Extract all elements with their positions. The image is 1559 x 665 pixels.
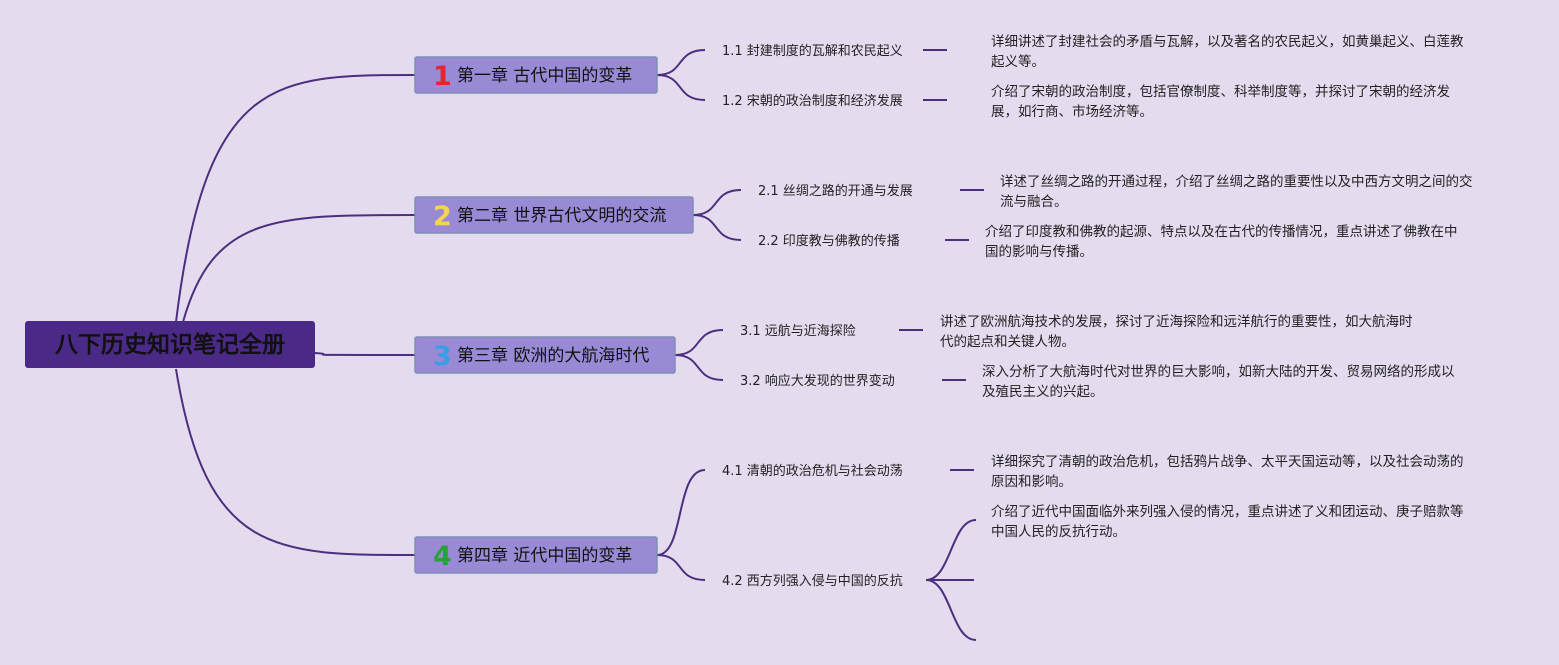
section-node-4-2[interactable]: 4.2 西方列强入侵与中国的反抗 (722, 573, 903, 589)
connector-chapter-section (674, 354, 724, 381)
chapter-title: 第四章 近代中国的变革 (457, 546, 632, 566)
connector-chapter-section (656, 554, 706, 581)
detail-text-line: 介绍了宋朝的政治制度，包括官僚制度、科举制度等，并探讨了宋朝的经济发 (991, 83, 1450, 100)
section-node-4-1[interactable]: 4.1 清朝的政治危机与社会动荡 (722, 463, 903, 479)
connector-chapter-section (692, 214, 742, 241)
connector-root-chapter-2 (182, 214, 416, 323)
detail-text-line: 中国人民的反抗行动。 (991, 524, 1126, 540)
section-node-1-1[interactable]: 1.1 封建制度的瓦解和农民起义 (722, 43, 903, 59)
detail-text-line: 介绍了印度教和佛教的起源、特点以及在古代的传播情况，重点讲述了佛教在中 (985, 224, 1458, 240)
detail-node-3-1: 讲述了欧洲航海技术的发展，探讨了近海探险和远洋航行的重要性，如大航海时代的起点和… (940, 314, 1413, 350)
chapter-title: 第一章 古代中国的变革 (457, 66, 632, 86)
detail-text-line: 深入分析了大航海时代对世界的巨大影响，如新大陆的开发、贸易网络的形成以 (982, 364, 1455, 380)
connector-section-branch (925, 579, 977, 641)
chapter-title: 第二章 世界古代文明的交流 (457, 206, 666, 226)
chapter-box (414, 336, 676, 374)
root-title: 八下历史知识笔记全册 (55, 331, 285, 358)
section-label: 4.2 西方列强入侵与中国的反抗 (722, 573, 903, 589)
connector-section-detail (925, 519, 977, 581)
detail-text-line: 展，如行商、市场经济等。 (991, 103, 1153, 120)
section-label: 1.2 宋朝的政治制度和经济发展 (722, 93, 903, 109)
connector-lines (175, 49, 984, 641)
detail-text-line: 详述了丝绸之路的开通过程，介绍了丝绸之路的重要性以及中西方文明之间的交 (1000, 173, 1473, 190)
section-label: 2.1 丝绸之路的开通与发展 (758, 183, 913, 199)
section-label: 3.2 响应大发现的世界变动 (740, 373, 895, 389)
connector-chapter-section (656, 74, 706, 101)
section-node-3-2[interactable]: 3.2 响应大发现的世界变动 (740, 373, 895, 389)
connector-chapter-section (692, 189, 742, 216)
detail-text-line: 详细探究了清朝的政治危机，包括鸦片战争、太平天国运动等，以及社会动荡的 (991, 453, 1464, 470)
root-node[interactable]: 八下历史知识笔记全册 (25, 321, 315, 368)
detail-node-2-2: 介绍了印度教和佛教的起源、特点以及在古代的传播情况，重点讲述了佛教在中国的影响与… (985, 224, 1458, 260)
detail-text-line: 国的影响与传播。 (985, 244, 1093, 260)
detail-text-line: 讲述了欧洲航海技术的发展，探讨了近海探险和远洋航行的重要性，如大航海时 (940, 314, 1413, 330)
detail-text-line: 及殖民主义的兴起。 (982, 383, 1104, 400)
detail-nodes: 详细讲述了封建社会的矛盾与瓦解，以及著名的农民起义，如黄巢起义、白莲教起义等。介… (940, 34, 1473, 540)
connector-root-chapter-3 (314, 352, 416, 356)
section-node-1-2[interactable]: 1.2 宋朝的政治制度和经济发展 (722, 93, 903, 109)
section-node-3-1[interactable]: 3.1 远航与近海探险 (740, 323, 856, 339)
chapter-box (414, 196, 694, 234)
detail-node-4-1: 详细探究了清朝的政治危机，包括鸦片战争、太平天国运动等，以及社会动荡的原因和影响… (991, 453, 1464, 490)
chapter-title: 第三章 欧洲的大航海时代 (457, 346, 649, 366)
section-nodes: 1.1 封建制度的瓦解和农民起义 1.2 宋朝的政治制度和经济发展 2.1 丝绸之路… (722, 43, 913, 589)
chapter-number: 1 (433, 61, 452, 92)
connector-chapter-section (674, 329, 724, 356)
chapter-box (414, 536, 658, 574)
connector-chapter-section (656, 49, 706, 76)
connector-root-chapter-4 (175, 368, 416, 556)
connector-root-chapter-1 (175, 74, 416, 323)
chapter-number: 3 (433, 341, 452, 372)
section-label: 2.2 印度教与佛教的传播 (758, 233, 900, 249)
section-label: 1.1 封建制度的瓦解和农民起义 (722, 43, 903, 59)
detail-node-4-2: 介绍了近代中国面临外来列强入侵的情况，重点讲述了义和团运动、庚子赔款等中国人民的… (991, 503, 1464, 540)
section-node-2-1[interactable]: 2.1 丝绸之路的开通与发展 (758, 183, 913, 199)
chapter-number: 4 (433, 541, 452, 572)
section-label: 4.1 清朝的政治危机与社会动荡 (722, 463, 903, 479)
detail-text-line: 起义等。 (991, 53, 1045, 70)
root-node-box (25, 321, 315, 368)
detail-node-3-2: 深入分析了大航海时代对世界的巨大影响，如新大陆的开发、贸易网络的形成以及殖民主义… (982, 364, 1455, 400)
connector-chapter-section (656, 469, 706, 556)
detail-text-line: 详细讲述了封建社会的矛盾与瓦解，以及著名的农民起义，如黄巢起义、白莲教 (991, 34, 1464, 50)
chapter-box (414, 56, 658, 94)
section-node-2-2[interactable]: 2.2 印度教与佛教的传播 (758, 233, 900, 249)
detail-text-line: 代的起点和关键人物。 (940, 334, 1075, 350)
detail-text-line: 流与融合。 (1000, 194, 1068, 210)
detail-text-line: 介绍了近代中国面临外来列强入侵的情况，重点讲述了义和团运动、庚子赔款等 (991, 503, 1464, 520)
detail-node-1-2: 介绍了宋朝的政治制度，包括官僚制度、科举制度等，并探讨了宋朝的经济发展，如行商、… (991, 83, 1450, 120)
chapter-number: 2 (433, 201, 452, 232)
section-label: 3.1 远航与近海探险 (740, 323, 856, 339)
detail-text-line: 原因和影响。 (991, 474, 1072, 490)
